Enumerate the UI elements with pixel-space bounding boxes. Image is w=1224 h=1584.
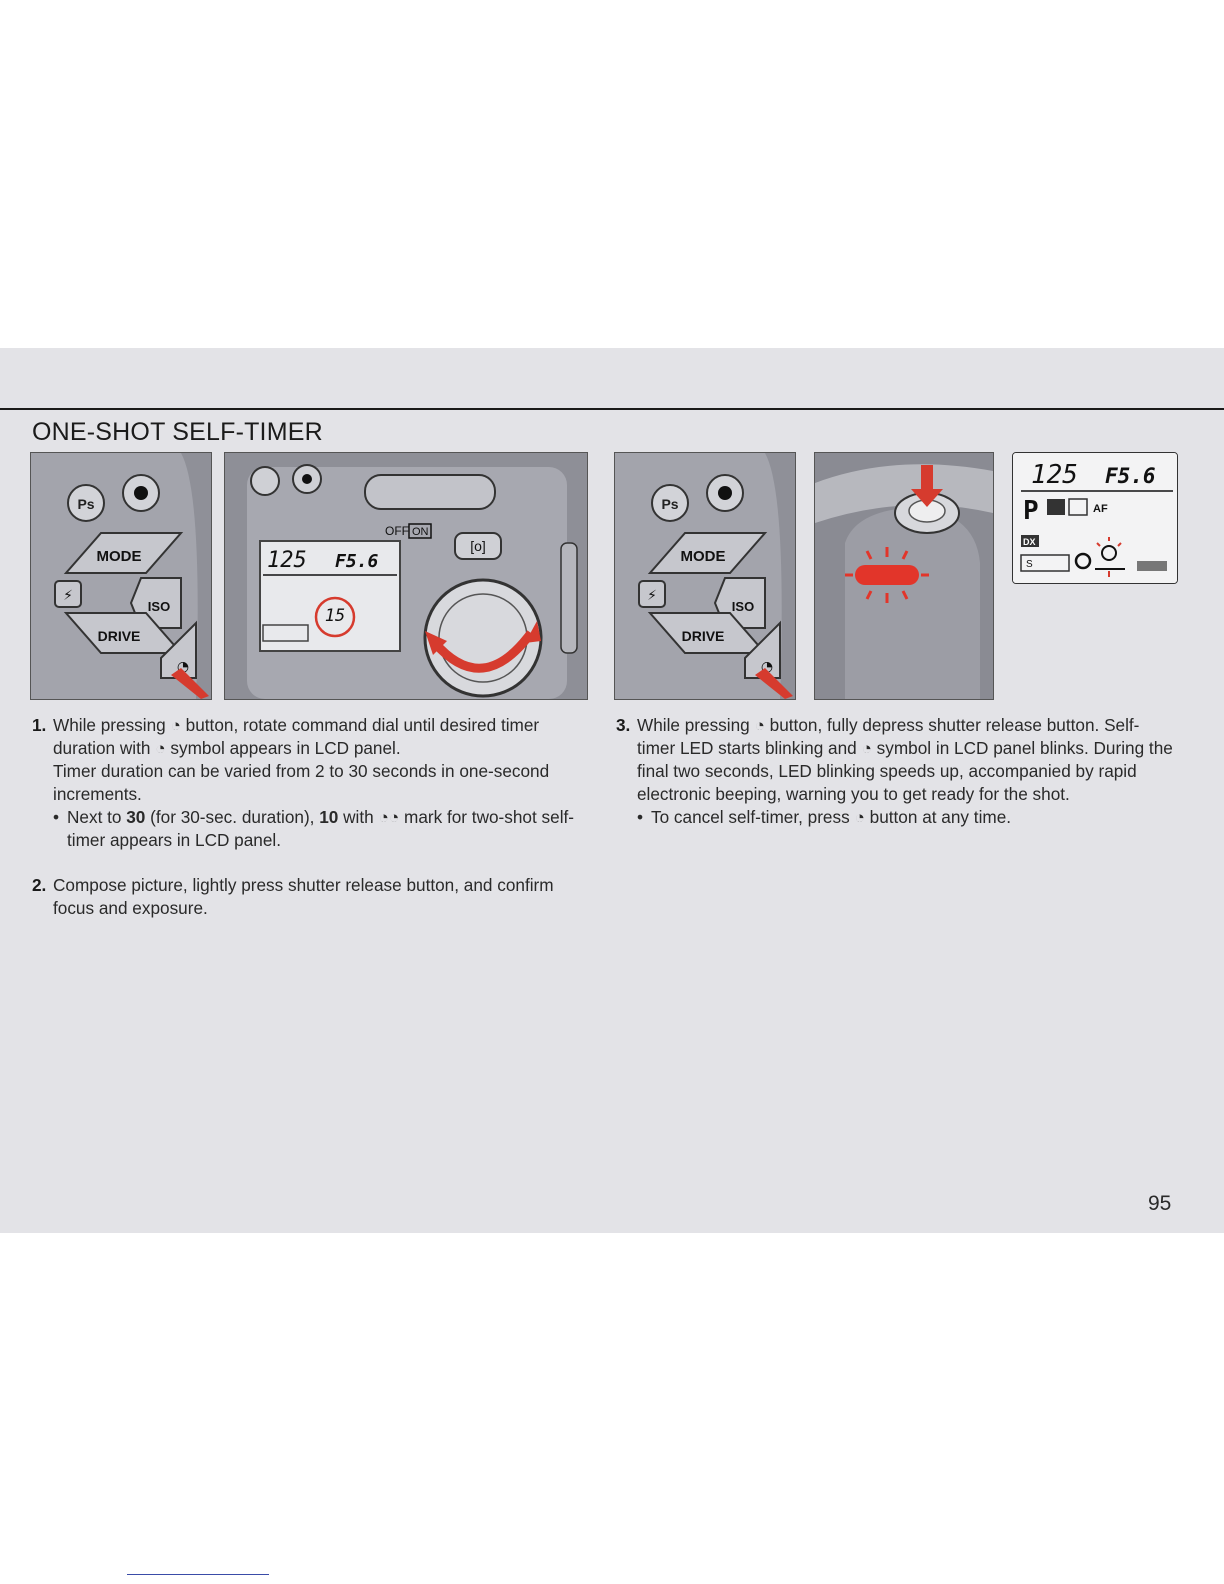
- iso-button-label: ISO: [148, 599, 170, 614]
- lcd-small-shutter-speed: 125: [1031, 460, 1078, 490]
- step-number: 2.: [32, 875, 47, 895]
- lcd-dial-figure: OFF ON 125 F5.6 15 [o]: [224, 452, 588, 700]
- self-timer-icon: ◔: [170, 715, 181, 735]
- lcd-small-s: S: [1026, 559, 1033, 570]
- lcd-small-mode: P: [1023, 496, 1039, 526]
- lcd-small-af: AF: [1093, 503, 1108, 515]
- rotate-arrow-icon: [431, 630, 535, 673]
- step-1: 1. While pressing ◔ button, rotate comma…: [32, 714, 592, 852]
- self-timer-icon: ◔: [754, 715, 765, 735]
- lcd-small-aperture: F5.6: [1105, 464, 1156, 488]
- flash-icon: ⚡: [647, 588, 657, 604]
- bullet-text-a: To cancel self-timer, press: [651, 807, 855, 827]
- step-2: 2. Compose picture, lightly press shutte…: [32, 874, 592, 920]
- self-timer-icon: ◔: [155, 738, 166, 758]
- step-1-detail: Timer duration can be varied from 2 to 3…: [53, 761, 550, 804]
- lcd-timer-value: 15: [325, 606, 345, 626]
- lcd-small-dx: DX: [1023, 537, 1036, 547]
- iso-button-label: ISO: [732, 599, 754, 614]
- steps-right: 3. While pressing ◔ button, fully depres…: [616, 714, 1176, 845]
- shutter-release-figure: [814, 452, 994, 700]
- command-dial: [423, 578, 543, 698]
- lcd-10-glyph: 10: [319, 807, 339, 827]
- ps-button-label: Ps: [661, 496, 678, 512]
- power-on-label: ON: [412, 526, 429, 538]
- power-off-label: OFF: [385, 524, 409, 538]
- header-rule: [0, 408, 1224, 410]
- page-number: 95: [1148, 1192, 1172, 1215]
- two-shot-timer-icon: ◔◔: [378, 807, 400, 827]
- step-number: 1.: [32, 715, 47, 735]
- ps-button-label: Ps: [77, 496, 94, 512]
- step-1-bullet: •Next to 30 (for 30-sec. duration), 10 w…: [53, 807, 575, 850]
- step-2-text: Compose picture, lightly press shutter r…: [53, 875, 554, 918]
- bullet-text-a: Next to: [67, 807, 127, 827]
- lcd-30-glyph: 30: [126, 807, 146, 827]
- page-title: ONE-SHOT SELF-TIMER: [32, 418, 323, 446]
- lcd-panel-small-figure: 125 F5.6 P AF DX S: [1012, 452, 1178, 584]
- step-3: 3. While pressing ◔ button, fully depres…: [616, 714, 1176, 829]
- step-3-text-a: While pressing: [637, 715, 755, 735]
- bullet-text-c: with: [338, 807, 379, 827]
- bullet-text-b: (for 30-sec. duration),: [145, 807, 320, 827]
- camera-buttons-figure: Ps MODE ⚡ ISO DRIVE ◔: [30, 452, 212, 700]
- pointer-arrow-icon: [755, 668, 793, 699]
- bullet-text-d: mark for two-shot self-timer appears in …: [67, 807, 575, 850]
- self-timer-led-icon: [855, 565, 919, 585]
- mode-button-label: MODE: [681, 548, 726, 565]
- step-1-text: While pressing ◔ button, rotate command …: [53, 714, 592, 760]
- self-timer-icon: ◔: [854, 807, 865, 827]
- steps-left: 1. While pressing ◔ button, rotate comma…: [32, 714, 592, 936]
- step-3-text-b: button, fully depress shutter release bu…: [637, 715, 1140, 758]
- bullet-text-b: button at any time.: [864, 807, 1012, 827]
- pointer-arrow-icon: [171, 668, 209, 699]
- press-arrow-icon: [921, 465, 933, 491]
- step-3-text: While pressing ◔ button, fully depress s…: [637, 714, 1176, 806]
- step-1-text-b: button, rotate command dial until desire…: [53, 715, 540, 758]
- footer-underline: [127, 1574, 269, 1575]
- step-3-bullet: •To cancel self-timer, press ◔ button at…: [637, 807, 1012, 827]
- step-number: 3.: [616, 715, 631, 735]
- step-3-text-c: symbol in LCD panel blinks. During the f…: [637, 738, 1173, 804]
- mode-button-label: MODE: [97, 548, 142, 565]
- step-1-text-c: symbol appears in LCD panel.: [165, 738, 401, 758]
- drive-button-label: DRIVE: [98, 628, 141, 644]
- flash-icon: ⚡: [63, 588, 73, 604]
- lcd-shutter-speed: 125: [267, 548, 307, 573]
- step-1-text-a: While pressing: [53, 715, 171, 735]
- lcd-aperture: F5.6: [335, 551, 379, 572]
- camera-buttons-figure-2: Ps MODE ⚡ ISO DRIVE ◔: [614, 452, 796, 700]
- self-timer-symbol-icon: [1101, 545, 1117, 561]
- self-timer-icon: ◔: [861, 738, 872, 758]
- drive-button-label: DRIVE: [682, 628, 725, 644]
- metering-button-label: [o]: [470, 538, 486, 554]
